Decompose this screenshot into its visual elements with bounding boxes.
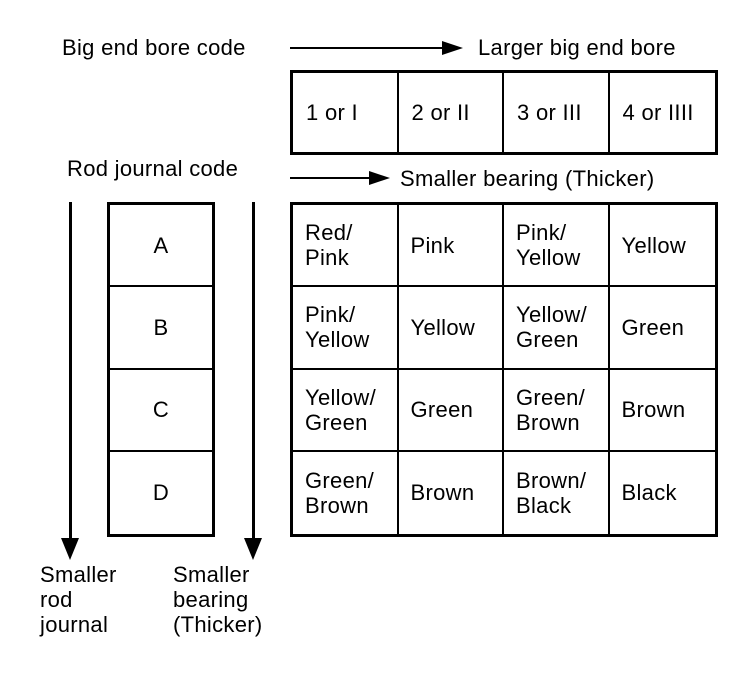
rod-journal-code-table: A B C D <box>107 202 215 537</box>
bearing-color-cell: Brown <box>399 451 504 534</box>
larger-big-end-bore-label: Larger big end bore <box>478 35 676 60</box>
arrow-head-icon <box>369 171 390 185</box>
arrow-shaft <box>290 177 371 179</box>
bore-code-table: 1 or I 2 or II 3 or III 4 or IIII <box>290 70 718 155</box>
smaller-rod-journal-down-arrow-icon <box>61 202 80 560</box>
bore-code-cell: 4 or IIII <box>622 100 694 125</box>
bearing-color-cell: Pink/ Yellow <box>504 205 610 288</box>
bore-code-cell: 1 or I <box>293 73 399 152</box>
bearing-color-cell: Green/ Brown <box>504 369 610 452</box>
bore-code-cell: 3 or III <box>504 73 610 152</box>
rod-journal-cell: D <box>152 480 170 506</box>
bearing-color-cell: Red/ Pink <box>293 205 399 288</box>
rod-journal-cell: B <box>110 287 212 370</box>
smaller-rod-journal-label: Smaller rod journal <box>40 562 117 637</box>
bearing-color-cell: Green/ Brown <box>293 451 399 534</box>
bearing-color-cell: Brown/ Black <box>504 451 610 534</box>
bearing-color-cell: Pink/ Yellow <box>293 287 399 370</box>
bearing-color-cell: Green <box>398 369 504 452</box>
arrow-head-icon <box>244 538 262 560</box>
rod-journal-cell: C <box>110 370 212 452</box>
big-end-bore-right-arrow-icon <box>290 41 463 55</box>
big-end-bore-code-label: Big end bore code <box>62 35 246 60</box>
bearing-color-cell: Yellow <box>609 205 715 288</box>
arrow-shaft <box>252 202 255 540</box>
bearing-color-cell: Yellow/ Green <box>293 369 399 452</box>
arrow-shaft <box>69 202 72 540</box>
arrow-head-icon <box>442 41 463 55</box>
rod-journal-code-label: Rod journal code <box>67 156 239 181</box>
rod-journal-cell: A <box>110 205 212 288</box>
bore-code-cell: 2 or II <box>399 73 504 152</box>
bearing-color-cell: Pink <box>398 205 504 288</box>
bearing-color-cell: Green <box>609 287 715 370</box>
bearing-color-cell: Black <box>621 480 677 506</box>
smaller-bearing-down-arrow-icon <box>244 202 263 560</box>
bearing-color-cell: Yellow <box>398 287 504 370</box>
bearing-color-cell: Brown <box>609 370 715 452</box>
arrow-shaft <box>290 47 444 49</box>
rod-journal-right-arrow-icon <box>290 171 390 185</box>
smaller-bearing-thicker-label: Smaller bearing (Thicker) <box>400 166 655 191</box>
smaller-bearing-thicker-bottom-label: Smaller bearing (Thicker) <box>173 562 263 637</box>
arrow-head-icon <box>61 538 79 560</box>
bearing-color-cell: Yellow/ Green <box>504 287 610 370</box>
bearing-color-table: Red/ Pink Pink Pink/ Yellow Yellow Pink/… <box>290 202 718 537</box>
